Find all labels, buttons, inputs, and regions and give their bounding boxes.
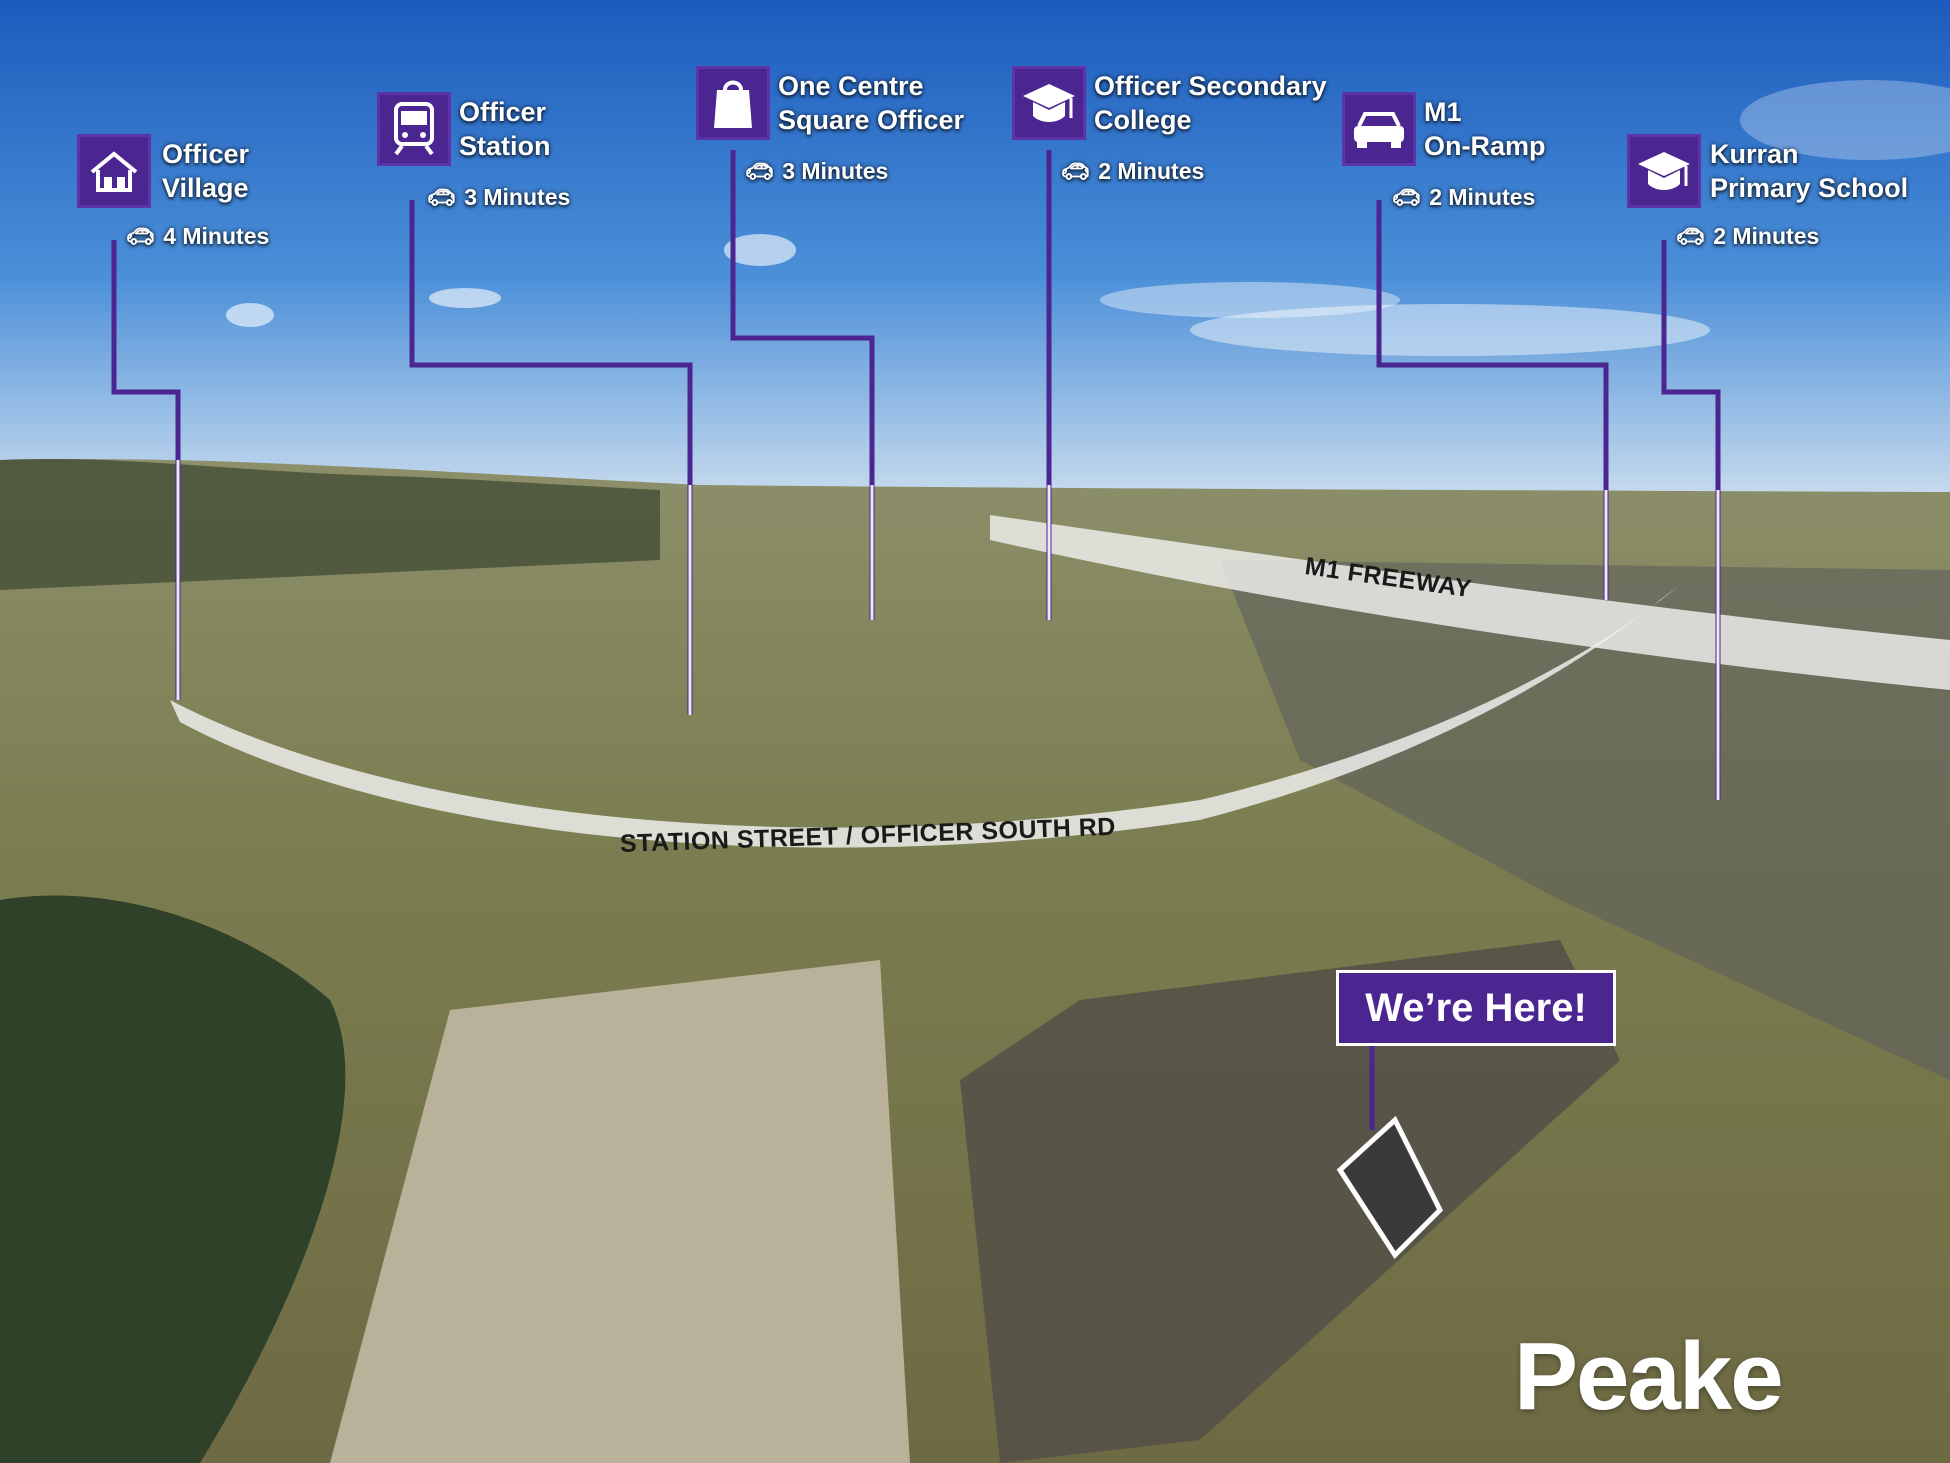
car-icon: 🚗︎: [745, 158, 775, 184]
poi-travel-time: 2 Minutes: [1098, 158, 1205, 184]
poi-name-line1: M1: [1424, 97, 1462, 127]
train-icon: [377, 92, 451, 166]
location-marker: We’re Here!: [1336, 970, 1616, 1046]
brand-logo: Peake: [1514, 1323, 1784, 1430]
poi-travel-time: 4 Minutes: [163, 223, 270, 249]
poi-travel-time: 3 Minutes: [464, 184, 571, 210]
car-icon: 🚗︎: [126, 223, 156, 249]
poi-travel-time: 2 Minutes: [1713, 223, 1820, 249]
poi-name-line2: On-Ramp: [1424, 131, 1546, 161]
car-icon: 🚗︎: [427, 184, 457, 210]
poi-name-line2: Village: [162, 173, 249, 203]
car-icon: 🚗︎: [1061, 158, 1091, 184]
graduation-cap-icon: [1627, 134, 1701, 208]
property-outline: [1336, 1115, 1444, 1259]
poi-name-line2: Square Officer: [778, 105, 965, 135]
car-icon: 🚗︎: [1392, 184, 1422, 210]
poi-name-line1: Officer Secondary: [1094, 71, 1327, 101]
poi-name-line2: Primary School: [1710, 173, 1909, 203]
poi-name-line1: One Centre: [778, 71, 924, 101]
graduation-cap-icon: [1012, 66, 1086, 140]
poi-name-line2: College: [1094, 105, 1192, 135]
house-icon: [77, 134, 151, 208]
car-icon: [1342, 92, 1416, 166]
car-icon: 🚗︎: [1676, 223, 1706, 249]
poi-name-line1: Officer: [459, 97, 547, 127]
poi-name-line2: Station: [459, 131, 551, 161]
poi-travel-time: 2 Minutes: [1429, 184, 1536, 210]
poi-name-line1: Officer: [162, 139, 250, 169]
poi-name-line1: Kurran: [1710, 139, 1799, 169]
shopping-bag-icon: [696, 66, 770, 140]
poi-travel-time: 3 Minutes: [782, 158, 889, 184]
